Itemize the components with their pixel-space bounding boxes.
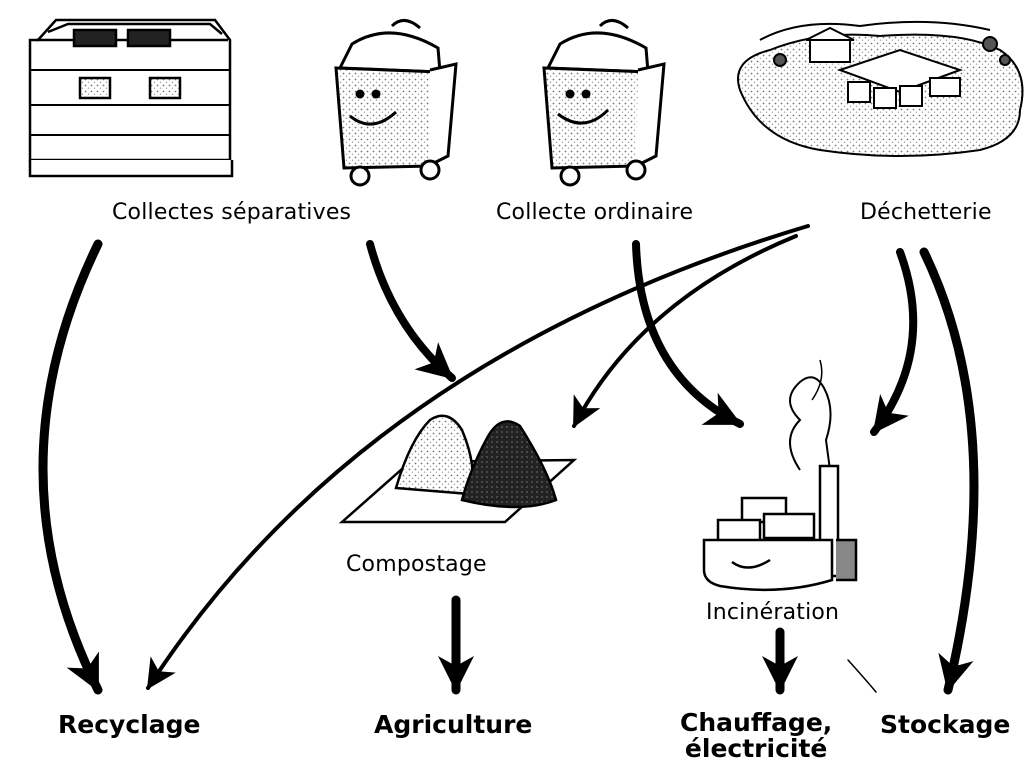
- label-composting: Compostage: [346, 552, 487, 577]
- label-storage: Stockage: [880, 710, 1011, 739]
- waste-center-icon: [737, 20, 1024, 157]
- label-waste-center: Déchetterie: [860, 200, 992, 225]
- label-electricity: électricité: [684, 734, 828, 762]
- label-heating-electricity: Chauffage, électricité: [680, 710, 832, 762]
- arrow-ordinary-to-incineration: [632, 240, 744, 428]
- flow-arrows: [38, 224, 979, 695]
- label-ordinary-collection: Collecte ordinaire: [496, 200, 694, 225]
- recycling-container-icon: [28, 18, 234, 178]
- arrow-separate-to-composting: [366, 240, 456, 382]
- label-separate-collection: Collectes séparatives: [112, 200, 352, 225]
- label-heating: Chauffage,: [680, 708, 833, 737]
- smiling-bin-icon: [334, 19, 458, 187]
- arrow-dump-to-storage: [919, 247, 979, 695]
- label-recycling: Recyclage: [58, 710, 201, 739]
- label-incineration: Incinération: [706, 600, 840, 625]
- compost-pile-icon: [338, 414, 578, 524]
- arrow-dump-to-recycling: [146, 224, 810, 690]
- label-agriculture: Agriculture: [374, 710, 533, 739]
- smiling-bin-icon: [542, 19, 666, 187]
- arrow-dump-to-composting: [572, 234, 798, 428]
- incinerator-icon: [702, 359, 858, 592]
- arrow-dump-to-incineration: [870, 248, 918, 436]
- arrow-separate-to-recycling: [38, 239, 103, 695]
